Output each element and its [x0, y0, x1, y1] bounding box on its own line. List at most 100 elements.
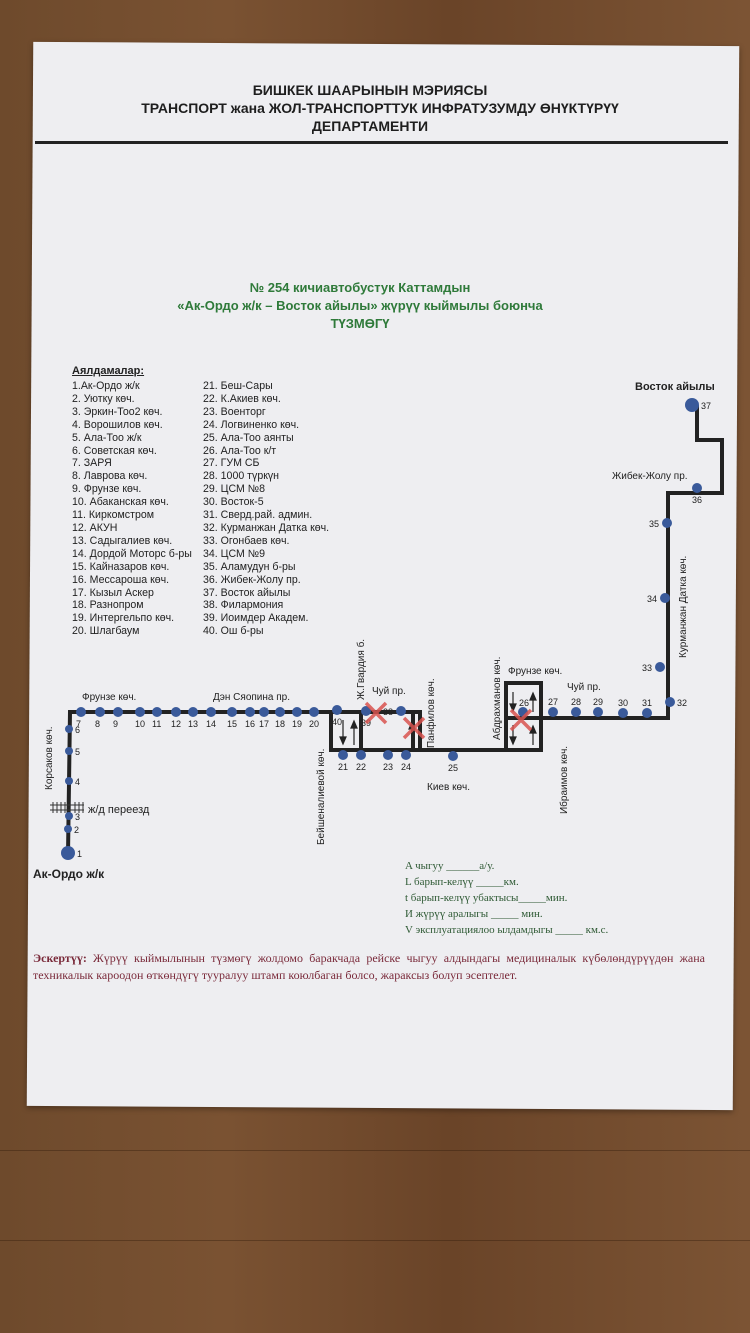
stop-list-item: 18. Разнопром: [72, 599, 144, 612]
stop-list-item: 40. Ош б-ры: [203, 625, 264, 638]
stop-number: 21: [338, 762, 348, 772]
railway-crossing-icon: [50, 802, 84, 813]
stop-number: 33: [642, 663, 652, 673]
stop-number: 17: [259, 719, 269, 729]
wood-grain: [0, 1240, 750, 1241]
stop-marker-12: [171, 707, 181, 717]
street-label: Панфилов көч.: [425, 678, 437, 748]
stop-marker-15: [227, 707, 237, 717]
terminal-label: Восток айылы: [635, 381, 715, 393]
stop-number: 30: [618, 698, 628, 708]
stop-marker-6: [65, 725, 73, 733]
header-rule: [35, 141, 728, 144]
closed-cross-icon: [509, 708, 533, 732]
street-label: Дэн Сяопина пр.: [213, 692, 290, 703]
stop-list-item: 33. Огонбаев көч.: [203, 534, 290, 547]
stop-marker-24: [401, 750, 411, 760]
stop-list-item: 17. Кызыл Аскер: [72, 586, 154, 599]
stop-marker-18: [275, 707, 285, 717]
stop-number: 3: [75, 812, 80, 822]
stop-number: 22: [356, 762, 366, 772]
stop-list-item: 31. Сверд.рай. админ.: [203, 509, 313, 522]
param-v: V эксплуатациялоо ылдамдыгы _____ км.с.: [405, 924, 609, 936]
stop-marker-33: [655, 662, 665, 672]
stop-marker-38: [396, 706, 406, 716]
stop-number: 4: [75, 777, 80, 787]
stop-number: 1: [77, 849, 82, 859]
street-label: ж/д переезд: [88, 804, 150, 816]
stop-marker-2: [64, 825, 72, 833]
street-label: Абдрахманов көч.: [491, 657, 503, 740]
stop-list-item: 21. Беш-Сары: [203, 380, 273, 392]
stop-list-item: 36. Жибек-Жолу пр.: [203, 573, 301, 586]
street-label: Жибек-Жолу пр.: [612, 470, 688, 482]
route-segment-west: [66, 710, 330, 856]
stop-number: 14: [206, 719, 216, 729]
stop-number: 32: [677, 698, 687, 708]
stop-list-item: 15. Кайназаров көч.: [72, 560, 170, 573]
stop-marker-20: [309, 707, 319, 717]
stop-number: 8: [95, 719, 100, 729]
stop-list-item: 22. К.Акиев көч.: [203, 392, 281, 405]
stop-number: 11: [152, 719, 161, 729]
stop-list-item: 10. Абаканская көч.: [72, 496, 169, 509]
stop-number: 13: [188, 719, 198, 729]
param-a: A чыгуу ______а/у.: [405, 860, 495, 872]
stop-number: 16: [245, 719, 255, 729]
stop-number: 18: [275, 719, 285, 729]
stop-number: 26: [519, 698, 529, 708]
stop-number: 25: [448, 763, 458, 773]
stop-number: 31: [642, 698, 652, 708]
stop-marker-37: [685, 398, 699, 412]
stop-marker-10: [135, 707, 145, 717]
stop-list-item: 34. ЦСМ №9: [203, 547, 266, 560]
stop-number: 28: [571, 697, 581, 707]
stop-number: 38: [383, 707, 393, 717]
stop-number: 35: [649, 519, 659, 529]
stop-number: 27: [548, 697, 558, 707]
stop-list-item: 3. Эркин-Тоо2 көч.: [72, 405, 163, 418]
stop-list-item: 2. Уютку көч.: [72, 392, 135, 405]
stop-marker-19: [292, 707, 302, 717]
param-i: И жүрүү аралыгы _____ мин.: [405, 908, 543, 920]
stop-list-item: 35. Аламудун б-ры: [203, 560, 296, 573]
street-label: Курманжан Датка көч.: [678, 556, 689, 658]
header-line-1: БИШКЕК ШААРЫНЫН МЭРИЯСЫ: [252, 82, 488, 98]
stop-marker-40: [332, 705, 342, 715]
street-label: Бейшеналиевой көч.: [316, 749, 327, 845]
stop-marker-23: [383, 750, 393, 760]
stop-list-item: 20. Шлагбаум: [72, 625, 140, 638]
stop-number: 9: [113, 719, 118, 729]
stop-marker-35: [662, 518, 672, 528]
street-label: Фрунзе көч.: [508, 666, 562, 677]
stop-number: 20: [309, 719, 319, 729]
stop-list-item: 23. Военторг: [203, 405, 266, 418]
stop-list-item: 25. Ала-Тоо аянты: [203, 431, 294, 444]
street-label: Ж.Гвардия б.: [355, 639, 367, 700]
stop-marker-28: [571, 707, 581, 717]
street-label: Киев көч.: [427, 782, 470, 793]
street-label: Ибраимов көч.: [558, 746, 570, 814]
stop-marker-17: [259, 707, 269, 717]
header-line-3: ДЕПАРТАМЕНТИ: [311, 118, 429, 134]
stop-number: 19: [292, 719, 302, 729]
stop-marker-1: [61, 846, 75, 860]
stop-marker-13: [188, 707, 198, 717]
closed-cross-icon: [364, 701, 388, 725]
stop-list-item: 5. Ала-Тоо ж/к: [72, 431, 142, 444]
stop-list-item: 37. Восток айылы: [203, 586, 291, 599]
stop-number: 37: [701, 401, 711, 411]
stop-list-item: 16. Мессароша көч.: [72, 573, 170, 586]
stop-marker-16: [245, 707, 255, 717]
stop-marker-22: [356, 750, 366, 760]
stop-list-item: 19. Интергельпо көч.: [72, 612, 175, 625]
stop-list-item: 1.Ак-Ордо ж/к: [72, 380, 140, 392]
stop-marker-36: [692, 483, 702, 493]
stop-number: 7: [76, 719, 81, 729]
stop-number: 40: [332, 717, 342, 727]
stop-number: 10: [135, 719, 145, 729]
stop-list-item: 12. АКУН: [72, 521, 118, 534]
stop-number: 29: [593, 697, 603, 707]
